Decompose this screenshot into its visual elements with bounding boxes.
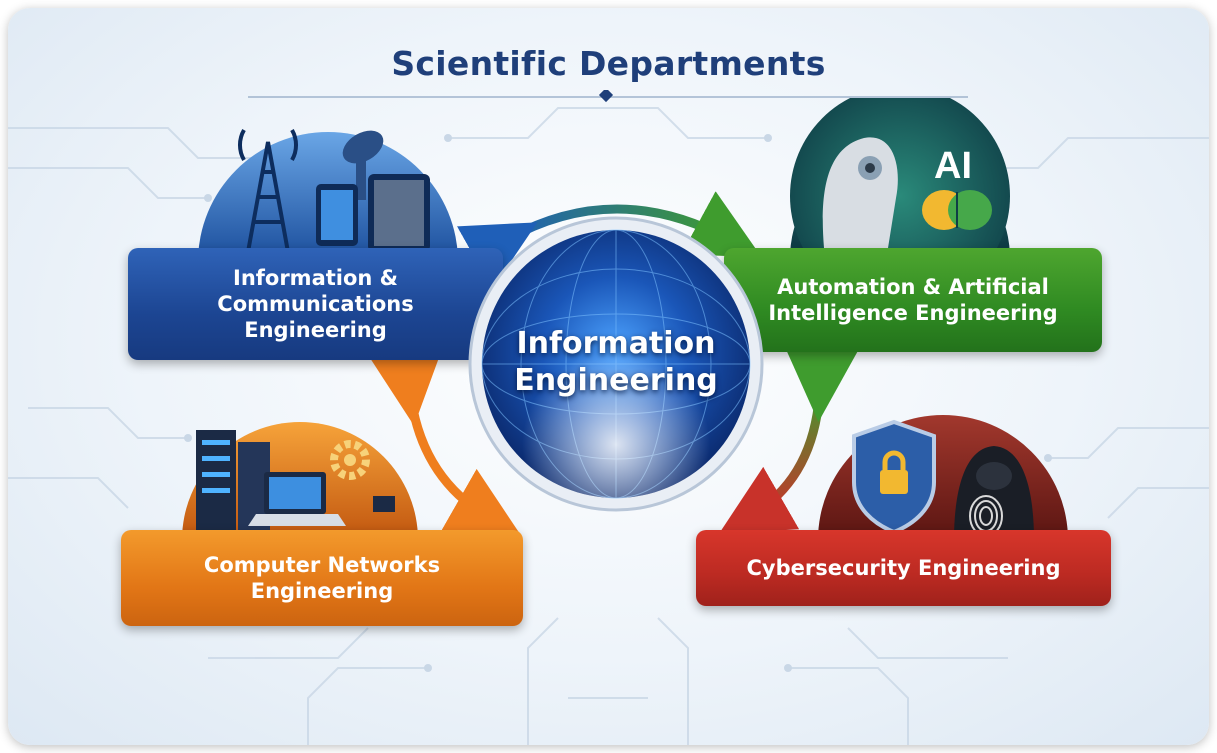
dept-ice-line2: Communications [217,291,414,316]
dept-automation-ai: Automation & Artificial Intelligence Eng… [724,248,1102,352]
dept-aai-line2: Intelligence Engineering [768,301,1058,325]
dept-cse-line1: Cybersecurity Engineering [746,555,1061,580]
dept-computer-networks: Computer Networks Engineering [121,530,523,626]
hub-line1: Information [516,326,716,361]
dept-aai-line1: Automation & Artificial [777,274,1049,299]
radio-tower-icon [238,129,298,253]
title-divider [248,90,968,103]
gear-icon [330,440,370,480]
shield-lock-icon [852,419,936,535]
dept-cne-line1: Computer Networks [203,552,441,577]
cse-illustration [818,415,1068,540]
dept-cne-line2: Engineering [250,579,394,603]
aai-illustration: AI [790,98,1010,258]
dept-ice-line3: Engineering [244,318,387,343]
circuit-background [8,107,1209,745]
dept-cybersecurity: Cybersecurity Engineering [696,530,1111,606]
brain-icon [922,190,992,230]
dept-information-communications: Information & Communications Engineering [128,248,503,360]
hub-line2: Engineering [514,362,718,398]
hub-globe [468,216,764,512]
hacker-icon [954,446,1034,540]
ai-badge: AI [934,145,972,187]
laptop-icon [248,472,346,526]
cne-illustration [182,422,418,540]
page-title: Scientific Departments [391,44,826,83]
hub-label: Information Engineering [466,326,766,399]
robot-head-icon [822,137,898,248]
diagram-card: Scientific Departments [8,8,1209,745]
satellite-dish-icon [342,130,384,200]
ice-illustration [198,129,458,262]
dept-ice-line1: Information & [233,265,398,290]
tablet-icon [316,174,430,252]
